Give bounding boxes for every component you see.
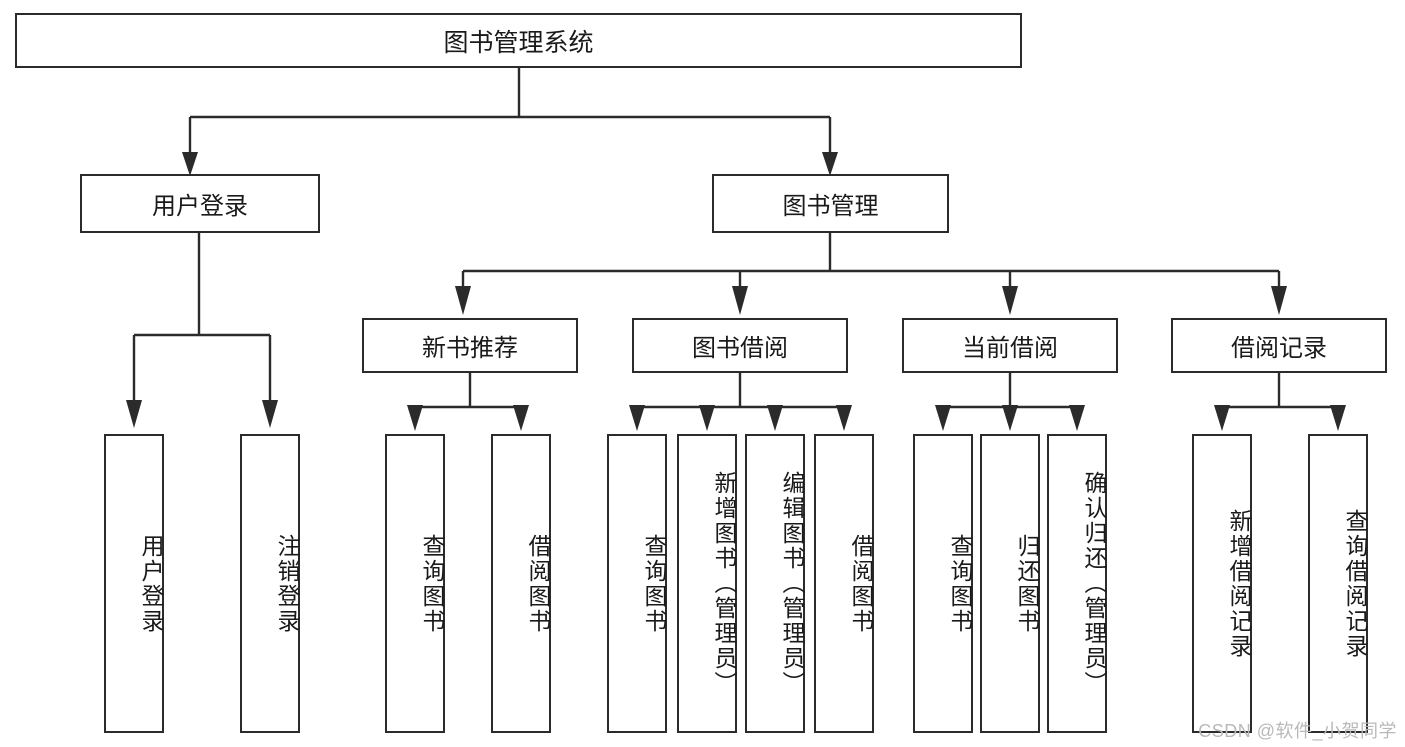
leaf-query-book-recommend-label: 查询图书 [419, 533, 445, 634]
arrowhead-cb-leaf2 [1002, 405, 1018, 431]
arrowhead-current-borrow [1002, 286, 1018, 315]
leaf-logout-label: 注销登录 [274, 533, 300, 634]
arrowhead-bb-leaf1 [629, 405, 645, 431]
arrowhead-nb-leaf2 [513, 405, 529, 431]
arrowhead-user-login [182, 152, 198, 176]
leaf-query-book-borrow-label: 查询图书 [641, 533, 667, 634]
node-book-borrow-label: 图书借阅 [692, 335, 788, 362]
node-current-borrow[interactable]: 当前借阅 [902, 318, 1118, 373]
watermark: CSDN @软件_小贺同学 [1198, 721, 1397, 741]
leaf-return-book[interactable]: 归还图书 [980, 434, 1040, 733]
arrowhead-bb-leaf2 [699, 405, 715, 431]
leaf-return-book-label: 归还图书 [1014, 533, 1040, 634]
arrowhead-book-manage [822, 152, 838, 176]
node-borrow-record[interactable]: 借阅记录 [1171, 318, 1387, 373]
arrowhead-cb-leaf1 [935, 405, 951, 431]
arrowhead-cb-leaf3 [1069, 405, 1085, 431]
leaf-query-book-current[interactable]: 查询图书 [913, 434, 973, 733]
node-user-login-label: 用户登录 [152, 193, 248, 220]
node-new-book-recommend[interactable]: 新书推荐 [362, 318, 578, 373]
arrowhead-new-book [455, 286, 471, 315]
leaf-query-book-recommend[interactable]: 查询图书 [385, 434, 445, 733]
leaf-add-borrow-record[interactable]: 新增借阅记录 [1192, 434, 1252, 733]
leaf-add-book-admin-label: 新增图书（管理员） [711, 471, 737, 696]
node-current-borrow-label: 当前借阅 [962, 335, 1058, 362]
node-book-borrow[interactable]: 图书借阅 [632, 318, 848, 373]
node-new-book-recommend-label: 新书推荐 [422, 335, 518, 362]
leaf-borrow-book-recommend[interactable]: 借阅图书 [491, 434, 551, 733]
leaf-confirm-return-admin-label: 确认归还（管理员） [1081, 471, 1107, 696]
leaf-borrow-book-recommend-label: 借阅图书 [525, 533, 551, 634]
leaf-confirm-return-admin[interactable]: 确认归还（管理员） [1047, 434, 1107, 733]
node-book-management-label: 图书管理 [782, 193, 879, 220]
arrowhead-bb-leaf4 [836, 405, 852, 431]
node-book-management[interactable]: 图书管理 [712, 174, 949, 233]
node-root[interactable]: 图书管理系统 [15, 13, 1022, 68]
arrowhead-nb-leaf1 [407, 405, 423, 431]
leaf-borrow-book-label: 借阅图书 [848, 533, 874, 634]
leaf-edit-book-admin-label: 编辑图书（管理员） [779, 471, 805, 696]
node-borrow-record-label: 借阅记录 [1231, 335, 1327, 362]
leaf-query-borrow-record-label: 查询借阅记录 [1342, 508, 1368, 659]
leaf-add-book-admin[interactable]: 新增图书（管理员） [677, 434, 737, 733]
arrowhead-br-leaf1 [1214, 405, 1230, 431]
arrowhead-br-leaf2 [1330, 405, 1346, 431]
leaf-borrow-book[interactable]: 借阅图书 [814, 434, 874, 733]
leaf-query-book-borrow[interactable]: 查询图书 [607, 434, 667, 733]
leaf-user-login[interactable]: 用户登录 [104, 434, 164, 733]
leaf-logout[interactable]: 注销登录 [240, 434, 300, 733]
node-root-label: 图书管理系统 [443, 28, 594, 57]
leaf-query-book-current-label: 查询图书 [947, 533, 973, 634]
arrowhead-book-borrow [732, 286, 748, 315]
leaf-query-borrow-record[interactable]: 查询借阅记录 [1308, 434, 1368, 733]
leaf-edit-book-admin[interactable]: 编辑图书（管理员） [745, 434, 805, 733]
arrowhead-bb-leaf3 [767, 405, 783, 431]
arrowhead-leaf-user-login [126, 400, 142, 428]
arrowhead-borrow-record [1271, 286, 1287, 315]
leaf-user-login-label: 用户登录 [138, 533, 164, 634]
node-user-login[interactable]: 用户登录 [80, 174, 320, 233]
leaf-add-borrow-record-label: 新增借阅记录 [1226, 508, 1252, 659]
arrowhead-leaf-logout [262, 400, 278, 428]
